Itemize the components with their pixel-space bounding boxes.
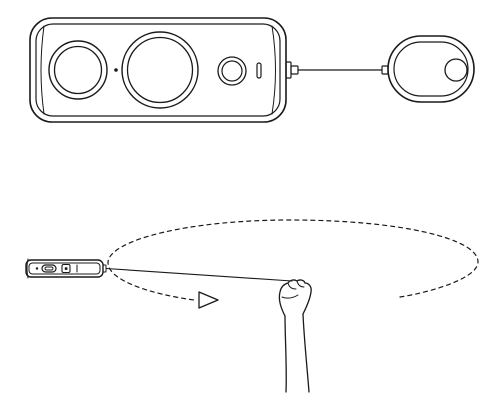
fist-knuckle-line-2	[296, 280, 305, 288]
forearm-left	[284, 315, 287, 393]
camera-body	[29, 17, 287, 123]
camera-outer-shell	[29, 17, 287, 123]
small-camera-lens-pill	[41, 264, 57, 273]
camera-inner-shell	[35, 23, 281, 117]
fist-thumb-line	[281, 294, 299, 299]
shutter-button-inner	[221, 60, 243, 82]
camera-bevel-left	[40, 25, 45, 115]
camera-cord-connector	[285, 61, 299, 79]
camera-lens-left	[48, 40, 108, 100]
motion-arrow	[198, 291, 219, 309]
lens-left-ring	[48, 40, 108, 100]
small-camera-lens-bump	[26, 258, 29, 279]
small-camera	[25, 258, 107, 279]
hand-fist	[278, 279, 312, 393]
lens-right-glass	[126, 36, 194, 104]
bottom-panel	[25, 219, 479, 393]
cord-handle-button	[444, 58, 468, 82]
cord-handle-inner	[393, 41, 469, 97]
small-camera-button	[61, 263, 71, 274]
small-camera-button-inner	[64, 267, 68, 270]
small-camera-lens-pill-inner	[44, 266, 54, 271]
lens-left-glass	[53, 45, 103, 95]
connector-plug	[290, 65, 299, 75]
camera-lens-right	[121, 31, 199, 109]
cord-handle	[387, 35, 475, 103]
small-camera-dot	[35, 267, 39, 270]
fist-knuckle-line-1	[287, 282, 297, 290]
indicator-slot	[256, 62, 262, 79]
cord-handle-outer	[387, 35, 475, 103]
handle-cord-connector	[381, 65, 389, 75]
status-led-dot	[114, 68, 118, 72]
shutter-button-outer	[217, 56, 247, 86]
small-camera-inner	[28, 262, 101, 275]
lens-right-ring	[121, 31, 199, 109]
forearm-right	[302, 313, 310, 393]
motion-path-ellipse	[107, 219, 479, 301]
tether-cord-bottom	[105, 267, 293, 282]
camera-bevel-right	[271, 25, 276, 115]
top-panel	[29, 17, 475, 123]
handle-connector-plug	[381, 65, 389, 75]
shutter-button	[217, 56, 247, 86]
